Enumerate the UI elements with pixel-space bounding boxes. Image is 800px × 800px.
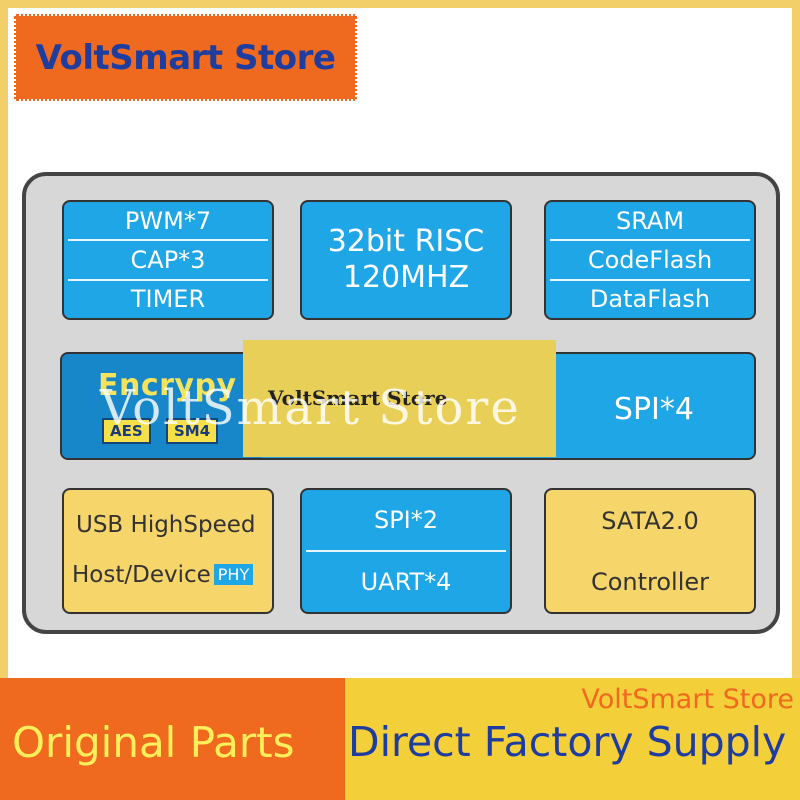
aes-tag: AES [102, 418, 151, 444]
direct-supply-text: Direct Factory Supply [348, 718, 787, 766]
uart-label: UART*4 [360, 568, 452, 596]
spi-label: SPI*2 [373, 506, 439, 534]
cpu-freq-label: 120MHZ [342, 260, 470, 295]
watermark-box [243, 340, 556, 457]
watermark-overlay-text: VoltSmart Store [100, 380, 521, 436]
usb-line2: Host/Device [72, 562, 211, 588]
sata-label: SATA2.0 [601, 506, 699, 535]
footer-left-band [0, 678, 345, 800]
dataflash-label: DataFlash [589, 285, 711, 314]
store-banner-border [14, 14, 357, 101]
memory-block: SRAM CodeFlash DataFlash [544, 200, 756, 320]
watermark-inner-text: VoltSmart Store [268, 386, 448, 410]
original-parts-text: Original Parts [12, 718, 295, 767]
sdio-label: SPI*4 [613, 392, 694, 427]
cpu-arch-label: 32bit RISC [327, 224, 485, 259]
pwm-label: PWM*7 [124, 206, 212, 235]
cpu-block: 32bit RISC 120MHZ [300, 200, 512, 320]
cap-label: CAP*3 [130, 245, 206, 274]
footer-right-band [345, 678, 800, 800]
controller-label: Controller [590, 567, 710, 596]
sm4-tag: SM4 [166, 418, 219, 444]
encrypt-title: Encrypy [98, 368, 237, 403]
store-banner: VoltSmart Store [14, 14, 357, 101]
pwm-block: PWM*7 CAP*3 TIMER [62, 200, 274, 320]
timer-label: TIMER [130, 285, 206, 314]
sram-label: SRAM [615, 206, 685, 235]
codeflash-label: CodeFlash [587, 245, 713, 274]
footer-store-name: VoltSmart Store [581, 684, 794, 715]
phy-badge: PHY [213, 564, 254, 585]
sata-block: SATA2.0 Controller [544, 488, 756, 614]
usb-line1: USB HighSpeed [76, 512, 256, 538]
serial-block: SPI*2 UART*4 [300, 488, 512, 614]
encrypt-area [62, 354, 262, 458]
